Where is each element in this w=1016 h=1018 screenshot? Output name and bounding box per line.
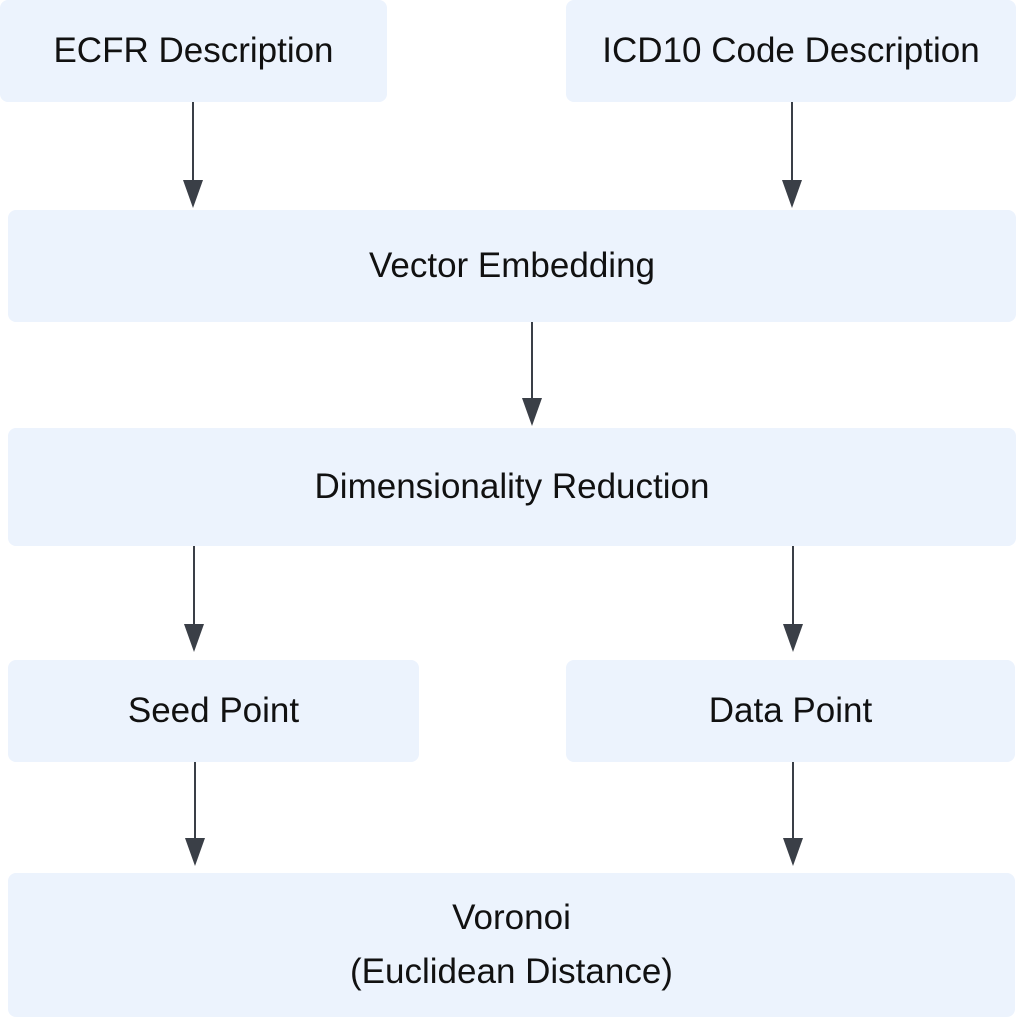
node-label: ICD10 Code Description bbox=[602, 30, 980, 70]
node-label-line2: (Euclidean Distance) bbox=[350, 952, 673, 991]
edge-vector-embedding-to-dimensionality-reduction bbox=[522, 322, 542, 426]
node-icd10-code-description: ICD10 Code Description bbox=[566, 0, 1016, 102]
node-vector-embedding: Vector Embedding bbox=[8, 210, 1016, 322]
node-label: Vector Embedding bbox=[368, 245, 655, 285]
node-label: Data Point bbox=[708, 690, 873, 730]
node-dimensionality-reduction: Dimensionality Reduction bbox=[8, 428, 1016, 546]
node-voronoi: Voronoi (Euclidean Distance) bbox=[8, 873, 1015, 1017]
node-label: Dimensionality Reduction bbox=[314, 466, 710, 506]
edge-seed-point-to-voronoi bbox=[185, 762, 205, 866]
edge-ecfr-to-vector-embedding bbox=[183, 102, 203, 208]
edge-dimensionality-reduction-to-data-point bbox=[783, 546, 803, 652]
edge-icd10-to-vector-embedding bbox=[782, 102, 802, 208]
edge-dimensionality-reduction-to-seed-point bbox=[184, 546, 204, 652]
node-label: ECFR Description bbox=[53, 30, 334, 70]
node-label-line1: Voronoi bbox=[452, 897, 571, 937]
node-data-point: Data Point bbox=[566, 660, 1015, 762]
node-seed-point: Seed Point bbox=[8, 660, 419, 762]
edge-data-point-to-voronoi bbox=[783, 762, 803, 866]
node-ecfr-description: ECFR Description bbox=[0, 0, 387, 102]
node-label: Seed Point bbox=[127, 690, 300, 730]
